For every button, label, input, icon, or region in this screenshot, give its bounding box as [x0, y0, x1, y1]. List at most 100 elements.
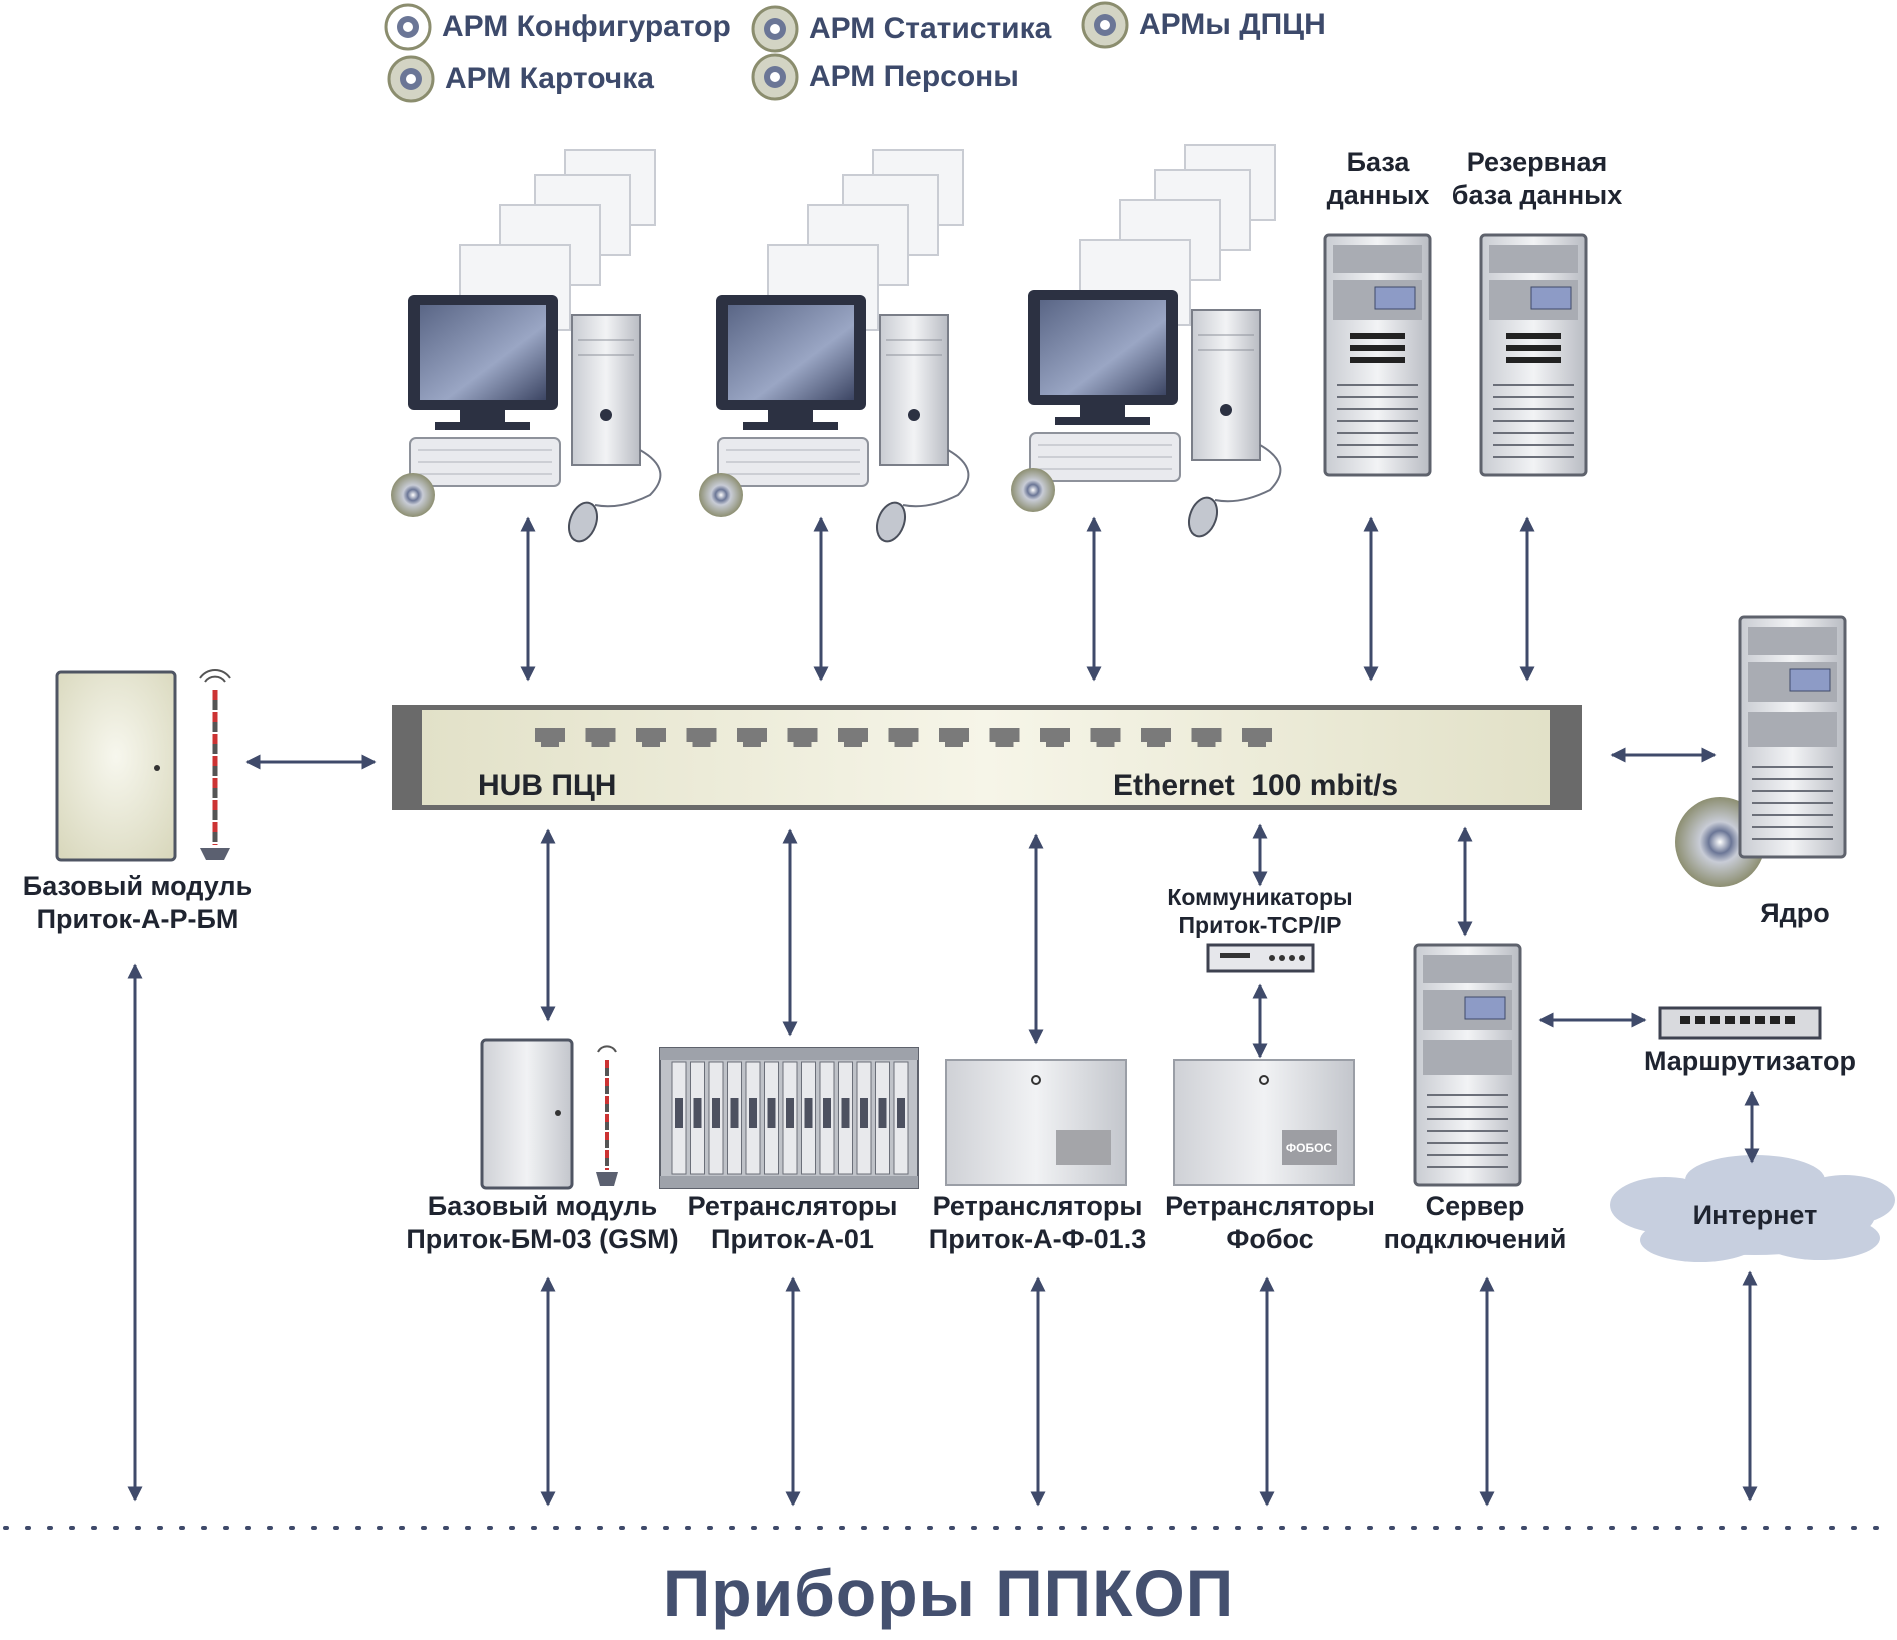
hub-port-icon — [888, 728, 919, 747]
rack-card-slot — [786, 1098, 794, 1128]
workstation-cluster-2 — [699, 149, 970, 543]
hub-port-icon — [1191, 728, 1222, 747]
hub-port-icon — [939, 728, 969, 747]
device-label-line2: подключений — [1383, 1224, 1567, 1254]
rack-card-slot — [897, 1098, 905, 1128]
hub-port-icon — [636, 728, 666, 747]
legend-label: АРМ Персоны — [809, 60, 1019, 93]
cd-disc-icon — [391, 473, 435, 517]
legend-item-statistics: АРМ Статистика — [751, 5, 1051, 53]
rack-pritok-a-01 — [659, 1047, 919, 1189]
backup-db-label-line1: Резервная — [1466, 147, 1608, 177]
hub-port-icon — [535, 728, 565, 747]
legend-item-configurator: АРМ Конфигуратор — [384, 3, 731, 51]
hub-pcn — [392, 705, 1582, 810]
device-label-line2: Приток-А-Ф-01.3 — [928, 1224, 1147, 1254]
rack-cards — [671, 1061, 909, 1175]
rack-card-slot — [878, 1098, 887, 1128]
communicators-label: Коммуникаторы Приток-TCP/IP — [1140, 883, 1380, 939]
legend-label: АРМ Конфигуратор — [442, 10, 731, 43]
hub-name: HUB ПЦН — [478, 769, 617, 802]
rack-card-slot — [730, 1098, 739, 1128]
repeater-fobos: ФОБОС — [1173, 1059, 1355, 1186]
rack-card-slot — [693, 1098, 702, 1128]
legend-item-card: АРМ Карточка — [387, 55, 654, 103]
mouse-icon — [875, 501, 907, 543]
left-module-line2: Приток-А-Р-БМ — [36, 904, 239, 934]
rack-card-slot — [712, 1098, 720, 1128]
device-label-line1: Ретрансляторы — [932, 1191, 1143, 1221]
rack-card-slot — [860, 1098, 868, 1128]
base-module-bm-03 — [480, 1038, 618, 1190]
repeater-pritok-a-f-01-3 — [945, 1059, 1127, 1186]
rack-card-slot — [823, 1098, 831, 1128]
device-label-af01: Ретрансляторы Приток-А-Ф-01.3 — [920, 1190, 1155, 1256]
hub-port-icon — [585, 728, 616, 747]
hub-network-speed: Ethernet 100 mbit/s — [1113, 769, 1399, 802]
backup-db-label: Резервная база данных — [1442, 146, 1632, 212]
disc-icon — [387, 55, 435, 103]
connection-server — [1413, 943, 1522, 1187]
hub-port-icon — [1141, 728, 1171, 747]
communicator-device — [1206, 943, 1315, 973]
device-label-line2: Приток-БМ-03 (GSM) — [406, 1224, 679, 1254]
left-module-label: Базовый модуль Приток-А-Р-БМ — [0, 870, 275, 936]
disc-icon — [384, 3, 432, 51]
database-server — [1323, 233, 1432, 477]
device-label-line1: Сервер — [1425, 1191, 1525, 1221]
pc-tower — [1191, 309, 1261, 461]
db-label: База данных — [1308, 146, 1448, 212]
db-label-line1: База — [1346, 147, 1410, 177]
db-label-line2: данных — [1326, 180, 1430, 210]
internet-cloud — [1610, 1155, 1895, 1262]
device-label-line1: Ретрансляторы — [1165, 1191, 1375, 1221]
pc-tower — [571, 314, 641, 466]
core-server — [1675, 615, 1847, 887]
backup-database-server — [1479, 233, 1588, 477]
router-device — [1658, 1006, 1822, 1040]
router-label: Маршрутизатор — [1643, 1046, 1857, 1076]
hub-port-icon — [838, 728, 868, 747]
workstation-cluster-1 — [391, 149, 662, 543]
legend-label: АРМ Статистика — [809, 12, 1052, 45]
rack-card-slot — [804, 1098, 813, 1128]
mouse-icon — [567, 501, 599, 543]
device-label-line2: Приток-А-01 — [711, 1224, 874, 1254]
base-module-pritok-a-r-bm — [55, 669, 231, 862]
hub-port-icon — [1040, 728, 1070, 747]
device-label-line1: Ретрансляторы — [687, 1191, 898, 1221]
disc-icon — [751, 53, 799, 101]
communicators-line2: Приток-TCP/IP — [1178, 912, 1342, 938]
device-label-line1: Базовый модуль — [427, 1191, 658, 1221]
rack-card-slot — [675, 1098, 683, 1128]
device-label-line2: Фобос — [1226, 1224, 1314, 1254]
hub-port-icon — [686, 728, 717, 747]
device-label-bm03: Базовый модуль Приток-БМ-03 (GSM) — [400, 1190, 685, 1256]
rack-card-slot — [767, 1098, 776, 1128]
hub-port-icon — [737, 728, 767, 747]
device-label-fobos: Ретрансляторы Фобос — [1160, 1190, 1380, 1256]
left-module-line1: Базовый модуль — [22, 871, 253, 901]
cd-disc-icon — [699, 473, 743, 517]
core-label: Ядро — [1760, 898, 1830, 928]
backup-db-label-line2: база данных — [1451, 180, 1623, 210]
disc-icon — [751, 5, 799, 53]
legend-label: АРМ Карточка — [445, 62, 654, 95]
hub-port-icon — [1242, 728, 1272, 747]
rack-card-slot — [841, 1098, 850, 1128]
device-label-a01: Ретрансляторы Приток-А-01 — [680, 1190, 905, 1256]
internet-label: Интернет — [1692, 1200, 1818, 1230]
hub-port-icon — [787, 728, 818, 747]
legend-item-persons: АРМ Персоны — [751, 53, 1019, 101]
legend-item-dpcn: АРМы ДПЦН — [1081, 1, 1326, 49]
pc-tower — [879, 314, 949, 466]
mouse-icon — [1187, 496, 1219, 538]
disc-icon — [1081, 1, 1129, 49]
connections — [127, 516, 1760, 1507]
devices-title: Приборы ППКОП — [662, 1556, 1235, 1630]
legend-label: АРМы ДПЦН — [1139, 8, 1326, 41]
cd-disc-icon — [1011, 468, 1055, 512]
rack-card-slot — [749, 1098, 757, 1128]
communicators-line1: Коммуникаторы — [1167, 884, 1353, 910]
